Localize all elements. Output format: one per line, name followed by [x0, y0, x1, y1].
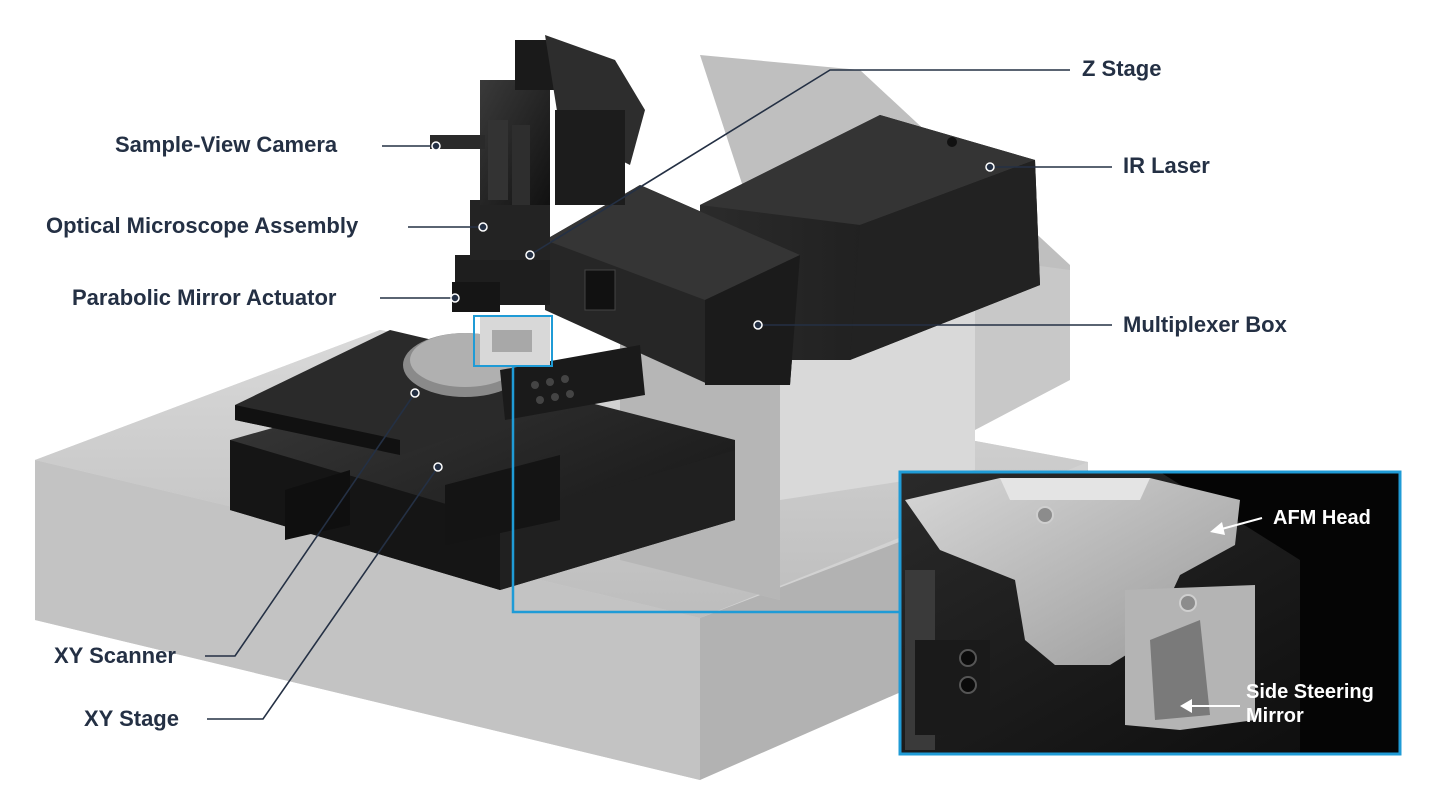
inset-connector-line: [511, 366, 900, 614]
xy-stage-stack: [230, 330, 735, 590]
label-xy-scanner: XY Scanner: [54, 643, 176, 668]
label-optical-microscope-assembly: Optical Microscope Assembly: [46, 213, 359, 238]
leader-z-stage: [529, 69, 1070, 256]
inset-label-side-steering-mirror: Side Steering Mirror: [1246, 680, 1374, 729]
multiplexer-box: [545, 185, 800, 385]
inset-label-side-steering-line2: Mirror: [1246, 705, 1304, 728]
inset-arrows: [1180, 517, 1263, 713]
label-xy-stage: XY Stage: [84, 706, 179, 731]
microscope-tower: [430, 35, 645, 312]
inset-label-side-steering-line1: Side Steering: [1246, 681, 1374, 703]
label-z-stage: Z Stage: [1082, 56, 1162, 81]
leader-xy-scanner: [205, 392, 416, 657]
label-ir-laser: IR Laser: [1123, 153, 1210, 178]
afm-head-detail: [480, 315, 550, 365]
label-multiplexer-box: Multiplexer Box: [1123, 312, 1287, 337]
leader-lines: [205, 69, 1112, 720]
inset-label-afm-head: AFM Head: [1273, 507, 1371, 529]
arrow-afm-head: [1217, 517, 1263, 531]
label-parabolic-mirror-actuator: Parabolic Mirror Actuator: [72, 285, 337, 310]
inset-panel: [900, 472, 1400, 754]
leader-xy-stage: [207, 466, 439, 720]
label-sample-view-camera: Sample-View Camera: [115, 132, 338, 157]
arrowhead-side-steering-mirror: [1180, 699, 1192, 713]
arrowhead-afm-head: [1210, 522, 1225, 535]
leader-anchors: [410, 141, 995, 472]
inset-frame: [898, 470, 1402, 756]
